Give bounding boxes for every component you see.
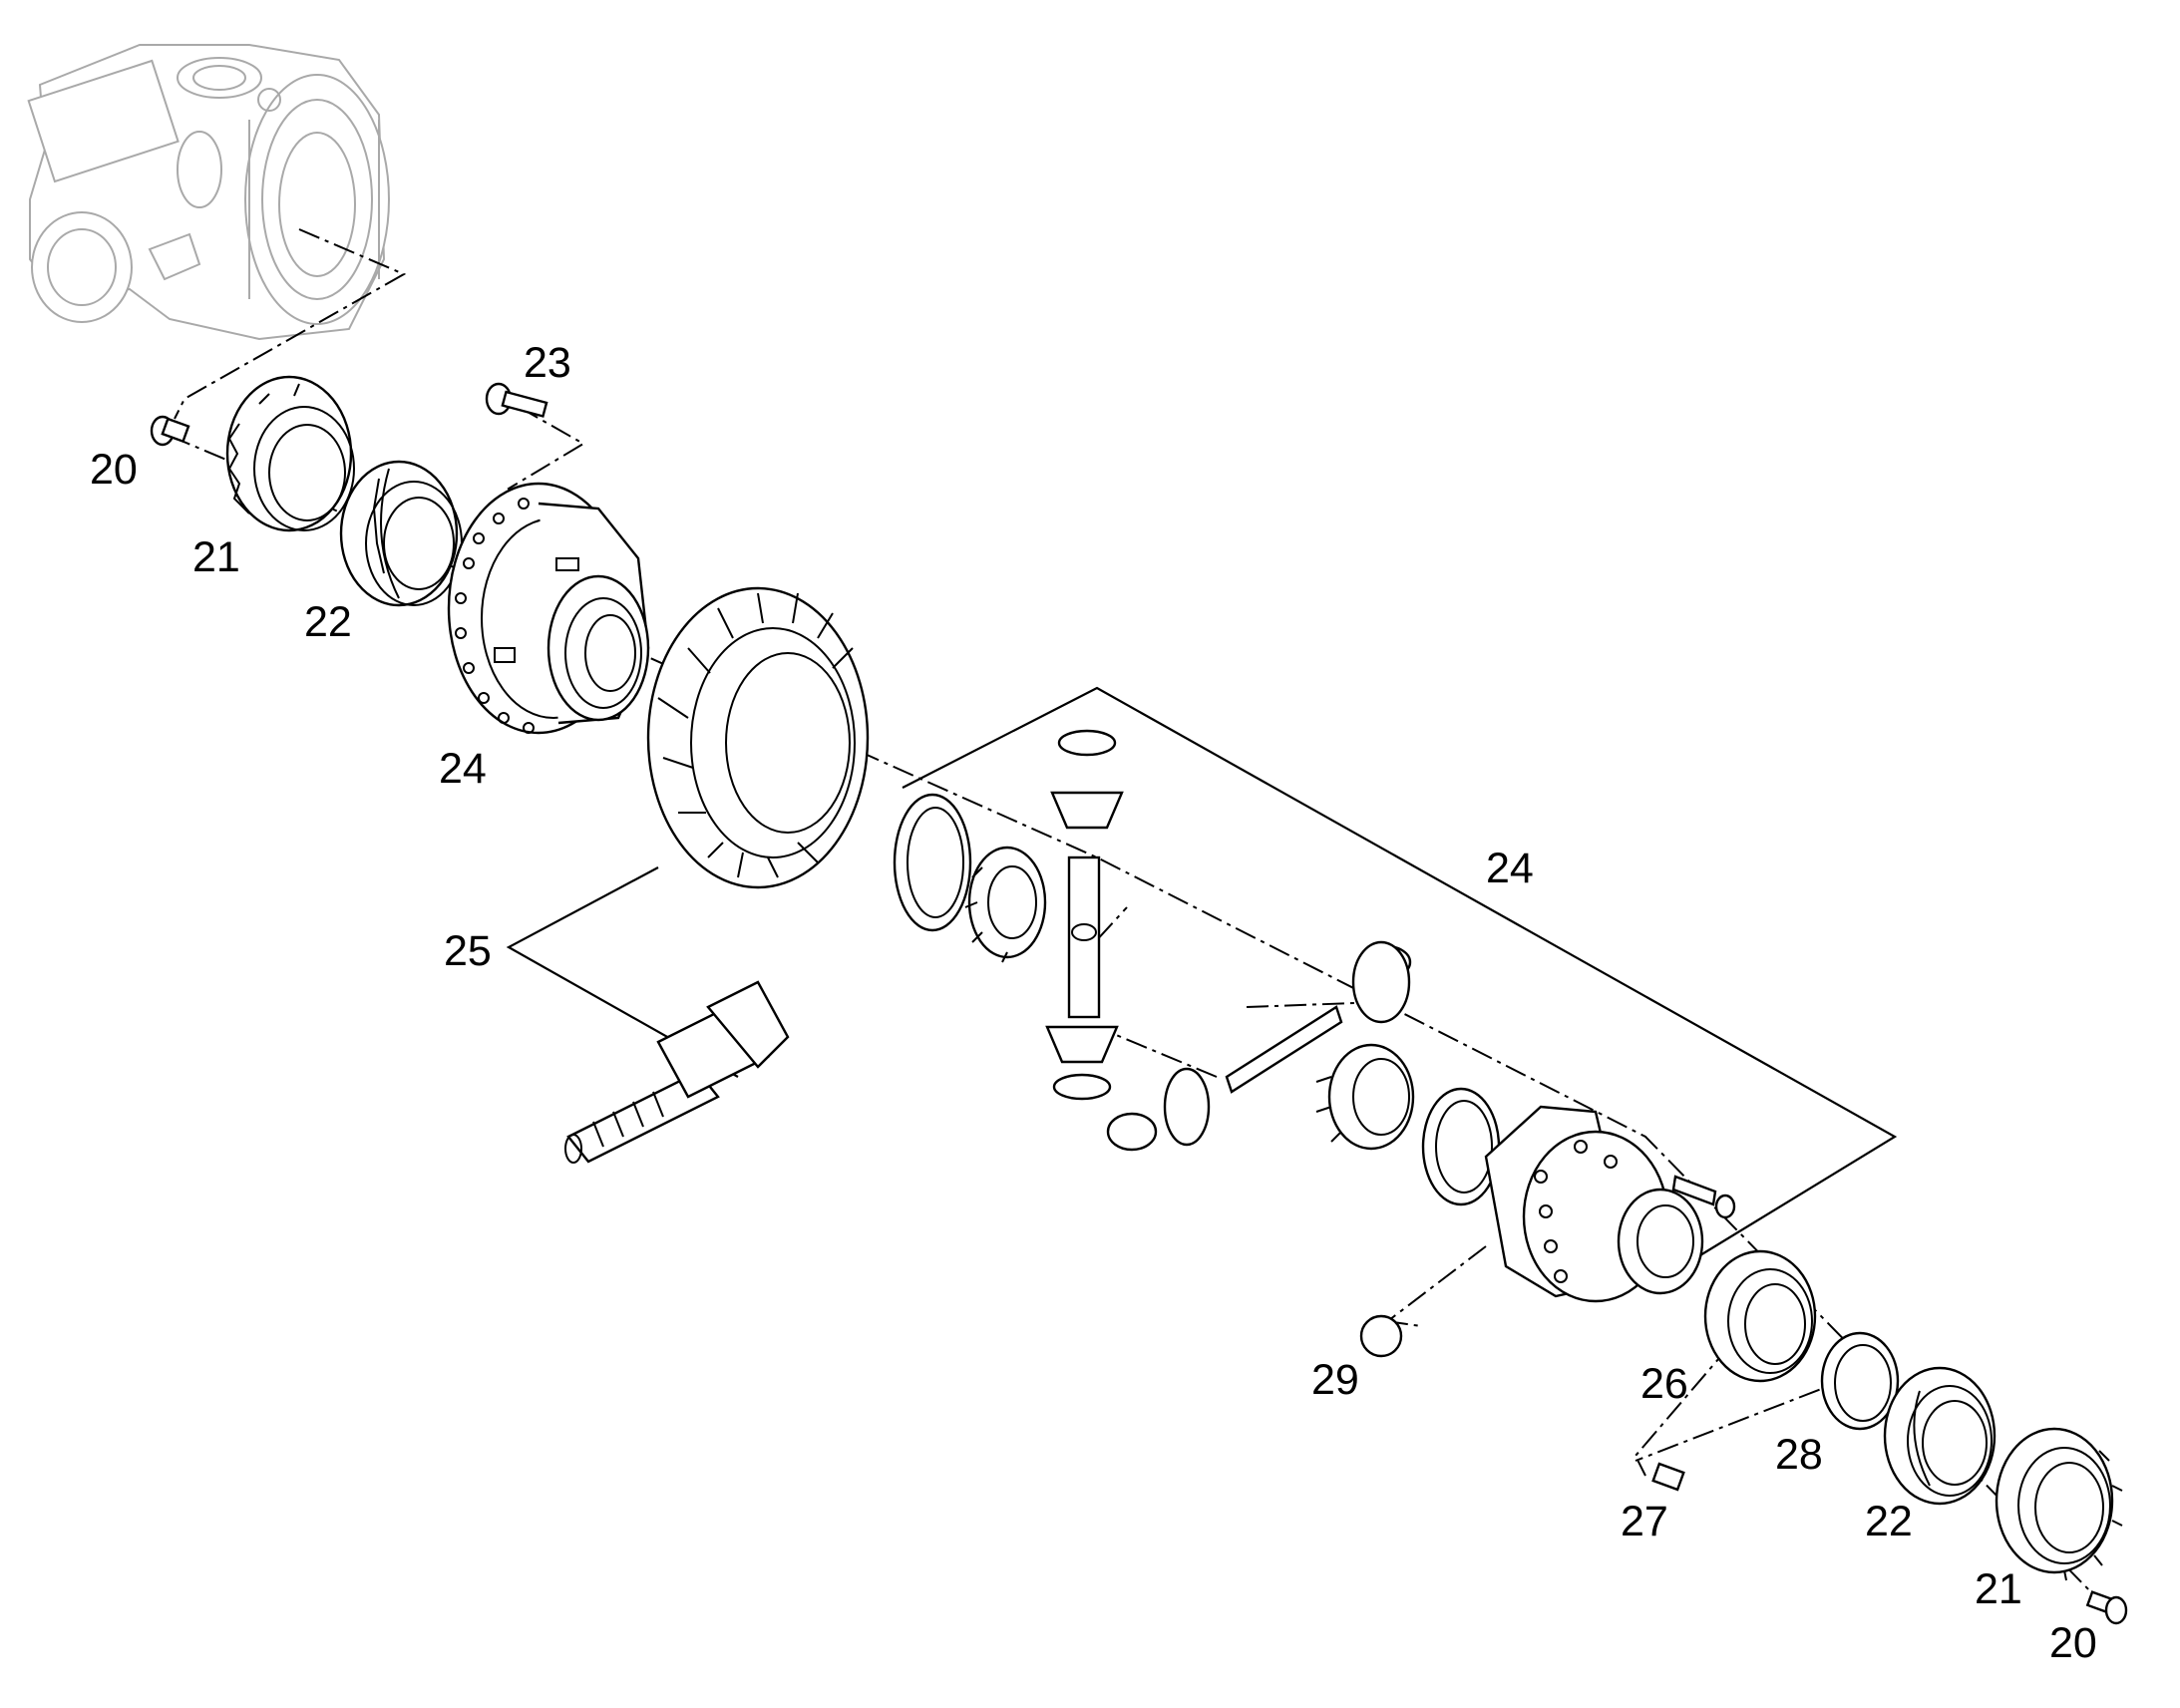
callout-22-top: 22 <box>304 598 352 646</box>
differential-housing-part-24-right <box>1484 1105 1736 1303</box>
thrust-washer-right <box>1421 1087 1501 1206</box>
axle-housing-reference <box>27 44 390 341</box>
thrust-washer-center <box>893 793 972 932</box>
callout-29: 29 <box>1311 1356 1359 1404</box>
bearing-part-22-top <box>339 460 463 607</box>
callout-26: 26 <box>1640 1360 1688 1408</box>
bearing-cup-part-26 <box>1703 1249 1817 1383</box>
callout-21-bottom: 21 <box>1975 1565 2022 1613</box>
differential-housing-part-24-left <box>447 482 650 735</box>
screw-part-20-top <box>150 415 190 447</box>
bolt-part-23 <box>485 382 548 418</box>
ball-part-29 <box>1359 1314 1403 1358</box>
spider-pinion-assembly <box>1045 729 1412 1152</box>
pinion-shaft-part-25 <box>564 980 790 1164</box>
axis-lines <box>169 228 2095 1596</box>
ring-gear-part-25 <box>646 586 870 889</box>
screw-part-20-bottom <box>2085 1590 2128 1625</box>
callout-22-bottom: 22 <box>1865 1498 1913 1545</box>
callout-28: 28 <box>1775 1431 1823 1479</box>
callout-20-top: 20 <box>90 446 138 494</box>
adjusting-nut-part-21-top <box>225 375 355 532</box>
callout-24-right: 24 <box>1486 845 1534 892</box>
key-part-27 <box>1651 1462 1685 1492</box>
bracket-lines <box>506 686 1898 1259</box>
adjusting-nut-part-21-bottom <box>1995 1427 2123 1581</box>
bearing-part-22-bottom <box>1883 1366 1997 1506</box>
side-gear-right <box>1315 1043 1415 1151</box>
callout-25: 25 <box>444 927 492 975</box>
callout-21-top: 21 <box>192 533 240 581</box>
callout-24-left: 24 <box>439 745 487 793</box>
callout-20-bottom: 20 <box>2049 1619 2097 1667</box>
callout-27: 27 <box>1621 1498 1668 1545</box>
side-gear-center <box>964 846 1047 963</box>
callout-labels: 20 21 22 23 24 24 25 29 26 28 27 22 21 2… <box>90 339 2097 1667</box>
callout-23: 23 <box>524 339 571 387</box>
washer-part-28 <box>1820 1331 1900 1431</box>
